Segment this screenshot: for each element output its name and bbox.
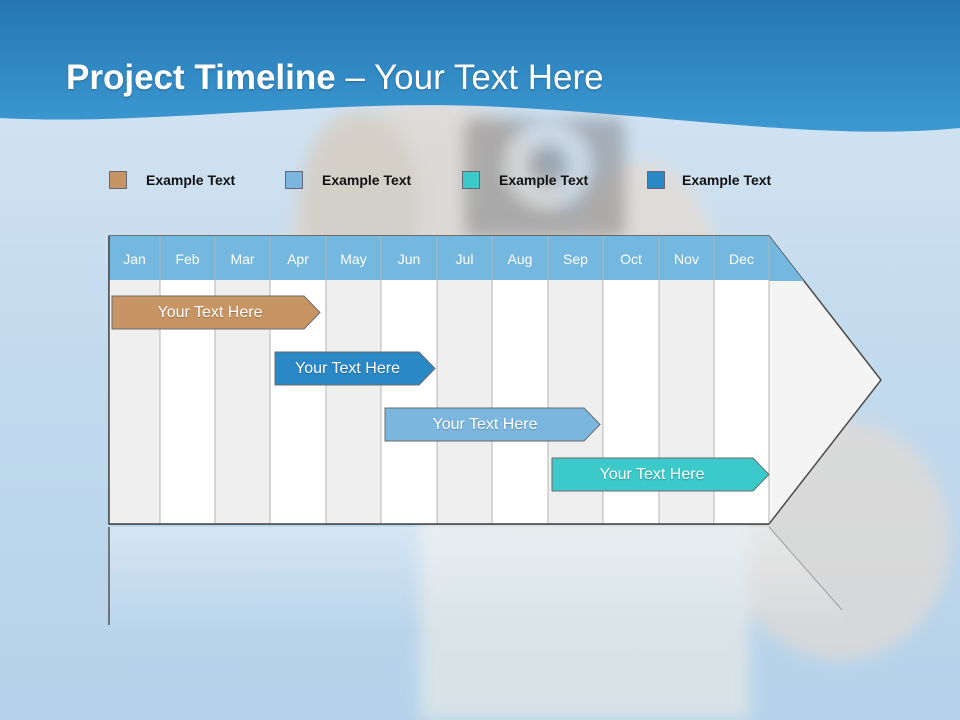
month-column-jun bbox=[381, 280, 437, 524]
month-may: May bbox=[340, 251, 367, 267]
month-column-aug bbox=[492, 280, 548, 524]
month-dec: Dec bbox=[729, 251, 754, 267]
timeline-reflection bbox=[109, 527, 842, 632]
month-aug: Aug bbox=[507, 251, 533, 267]
legend-label-3: Example Text bbox=[499, 172, 589, 188]
task-label-2: Your Text Here bbox=[295, 360, 400, 377]
month-jan: Jan bbox=[123, 251, 146, 267]
legend-swatch-2 bbox=[285, 171, 303, 189]
legend-label-2: Example Text bbox=[322, 172, 412, 188]
month-jul: Jul bbox=[455, 251, 474, 267]
month-jun: Jun bbox=[397, 251, 421, 267]
legend-label-4: Example Text bbox=[682, 172, 772, 188]
month-nov: Nov bbox=[674, 251, 699, 267]
title-rest: – Your Text Here bbox=[335, 58, 604, 97]
legend-swatch-3 bbox=[462, 171, 480, 189]
task-arrow-4 bbox=[551, 457, 770, 492]
task-label-3: Your Text Here bbox=[432, 416, 538, 433]
month-feb: Feb bbox=[175, 251, 200, 267]
legend-swatch-4 bbox=[647, 171, 665, 189]
page-title: Project Timeline – Your Text Here bbox=[66, 58, 604, 98]
legend-label-1: Example Text bbox=[146, 172, 236, 188]
month-header-arrow-tip bbox=[769, 236, 804, 281]
legend-swatch-1 bbox=[109, 171, 127, 189]
title-bold: Project Timeline bbox=[66, 58, 336, 97]
month-column-jul bbox=[437, 280, 492, 524]
task-arrow-2 bbox=[274, 351, 436, 386]
month-oct: Oct bbox=[620, 251, 642, 267]
reflection-edge-diagonal bbox=[768, 526, 843, 611]
task-arrow-3 bbox=[384, 407, 601, 442]
task-label-1: Your Text Here bbox=[157, 304, 263, 321]
month-apr: Apr bbox=[287, 251, 309, 267]
month-sep: Sep bbox=[563, 251, 588, 267]
month-mar: Mar bbox=[230, 251, 255, 267]
month-column-may bbox=[326, 280, 381, 524]
task-label-4: Your Text Here bbox=[599, 466, 705, 483]
task-arrow-1 bbox=[111, 295, 321, 330]
